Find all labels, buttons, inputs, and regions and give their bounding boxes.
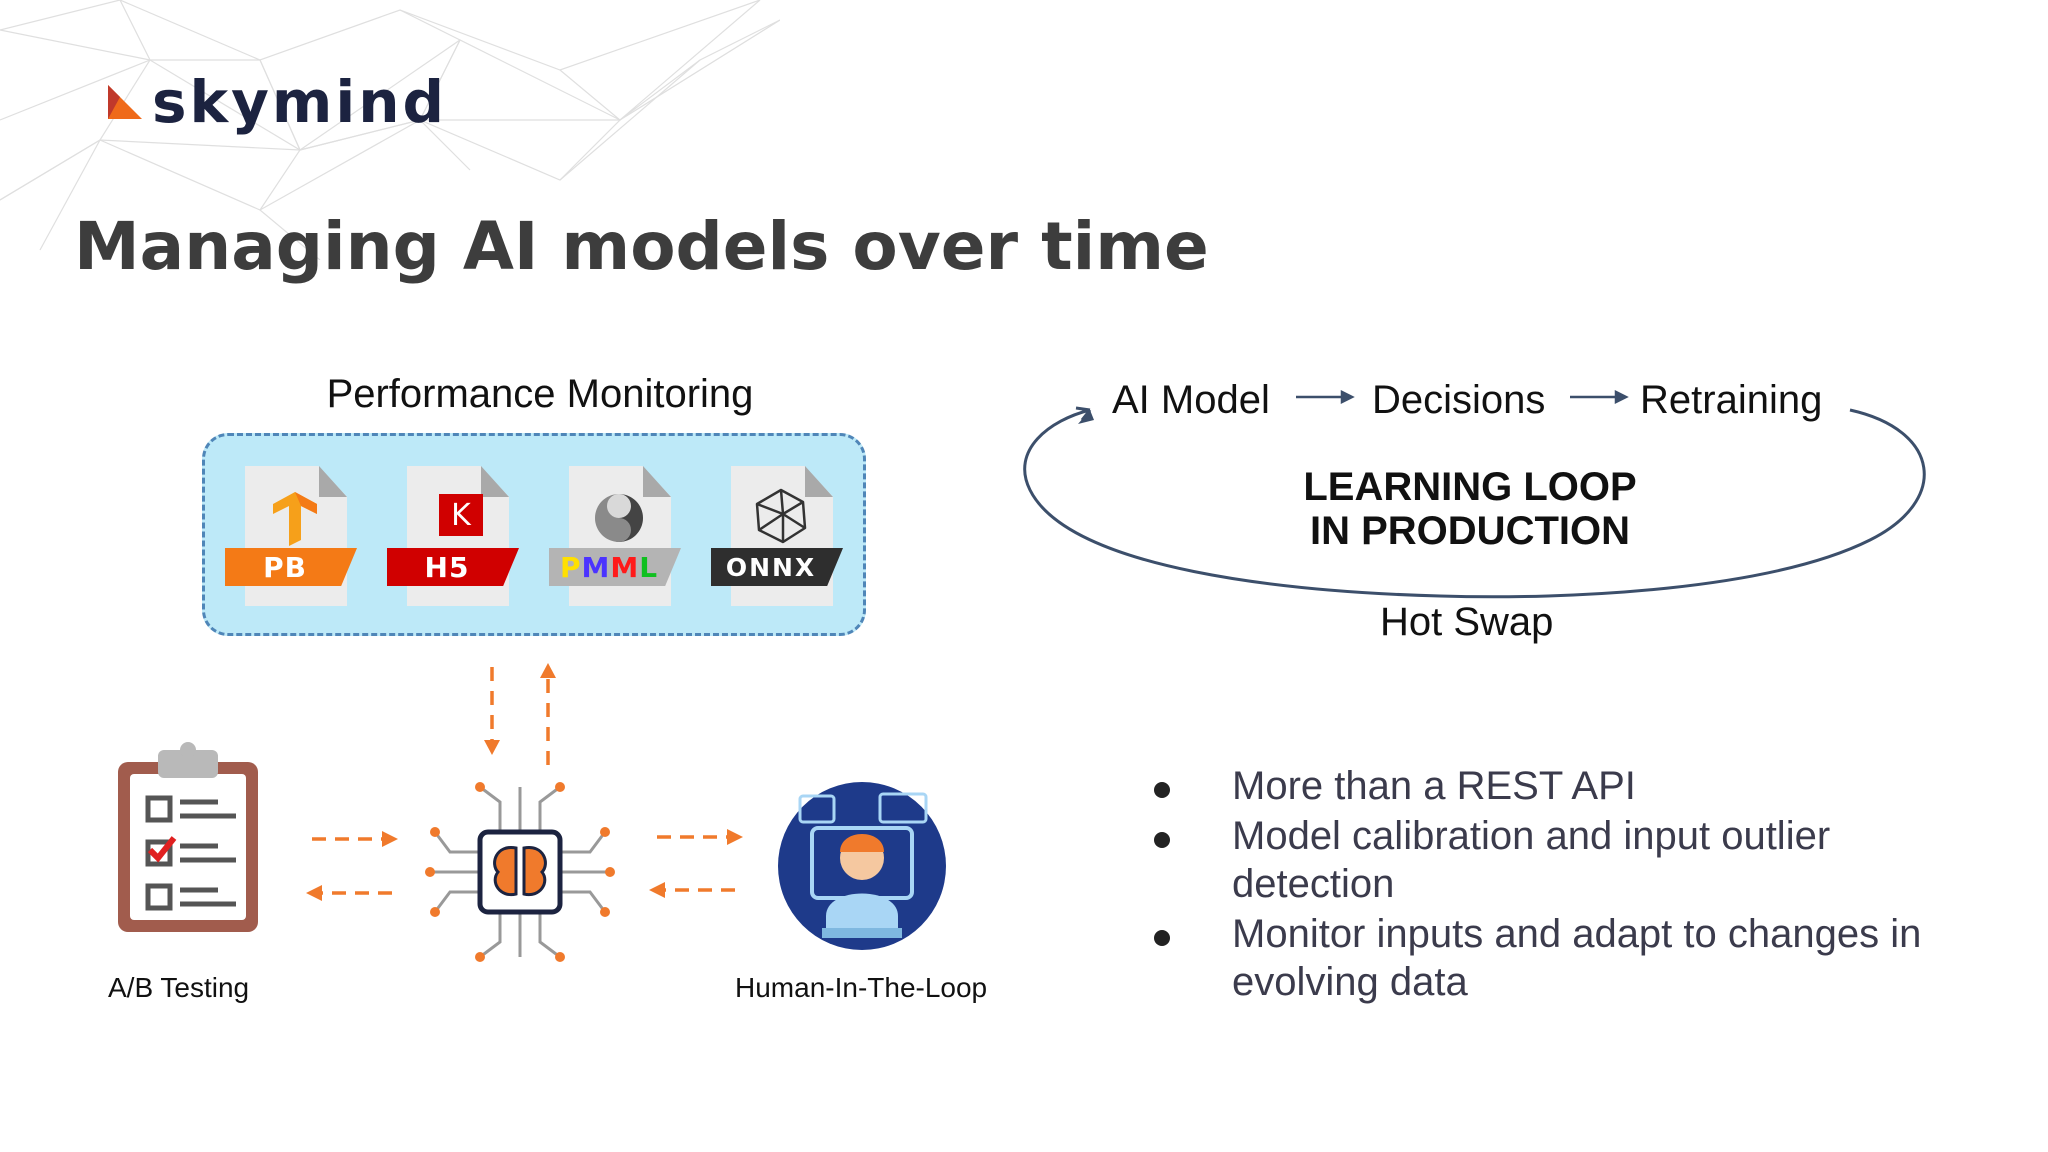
pmml-letter: M xyxy=(581,550,611,584)
learning-loop-line1: LEARNING LOOP xyxy=(1303,465,1637,509)
loop-step-retraining: Retraining xyxy=(1640,378,1823,422)
background-mesh-decoration xyxy=(0,0,780,260)
pmml-file: PMML xyxy=(549,466,681,606)
logo-text: skymind xyxy=(152,68,448,136)
workflow-arrows xyxy=(306,663,743,901)
keras-icon: K xyxy=(439,494,483,536)
pmml-letter: L xyxy=(639,550,659,584)
skymind-logo: skymind xyxy=(108,68,447,136)
ai-chip-brain-icon xyxy=(425,782,615,962)
pmml-ribbon-text: PMML xyxy=(560,551,658,584)
human-in-the-loop-icon xyxy=(778,782,946,950)
workflow-diagram xyxy=(118,663,946,962)
pb-file: PB xyxy=(225,466,357,606)
step-arrows xyxy=(1296,389,1629,405)
tensorflow-icon xyxy=(273,492,317,546)
model-formats-box: PB K H5 PMML ONNX xyxy=(202,433,866,636)
logo-mark-icon xyxy=(108,85,142,119)
arrow-up-head xyxy=(540,663,556,678)
bullet-item: Model calibration and input outlier dete… xyxy=(1150,812,1930,908)
clipboard-icon xyxy=(118,742,258,932)
learning-loop-label: LEARNING LOOP IN PRODUCTION xyxy=(1260,465,1680,553)
arrow-down-head xyxy=(484,740,500,755)
pmml-letter: P xyxy=(559,550,582,584)
hot-swap-label: Hot Swap xyxy=(1380,600,1554,644)
ab-testing-caption: A/B Testing xyxy=(108,972,250,1003)
human-in-the-loop-caption: Human-In-The-Loop xyxy=(735,972,988,1003)
pmml-letter: M xyxy=(610,550,640,584)
bullet-item: Monitor inputs and adapt to changes in e… xyxy=(1150,910,1930,1006)
onnx-ribbon: ONNX xyxy=(711,548,843,586)
h5-ribbon: H5 xyxy=(387,548,519,586)
pmml-ribbon: PMML xyxy=(549,548,681,586)
pb-ribbon: PB xyxy=(225,548,357,586)
loop-step-ai-model: AI Model xyxy=(1112,378,1270,422)
bullet-item: More than a REST API xyxy=(1150,762,1930,810)
onnx-file: ONNX xyxy=(711,466,843,606)
h5-file: K H5 xyxy=(387,466,519,606)
feature-bullets: More than a REST API Model calibration a… xyxy=(1150,762,1930,1006)
slide-title: Managing AI models over time xyxy=(74,208,1209,285)
learning-loop-line2: IN PRODUCTION xyxy=(1310,509,1630,553)
loop-step-decisions: Decisions xyxy=(1372,378,1546,422)
pmml-icon xyxy=(595,494,643,542)
performance-monitoring-label: Performance Monitoring xyxy=(326,372,754,416)
learning-loop-ellipse xyxy=(1023,389,1926,599)
onnx-icon xyxy=(755,488,807,544)
